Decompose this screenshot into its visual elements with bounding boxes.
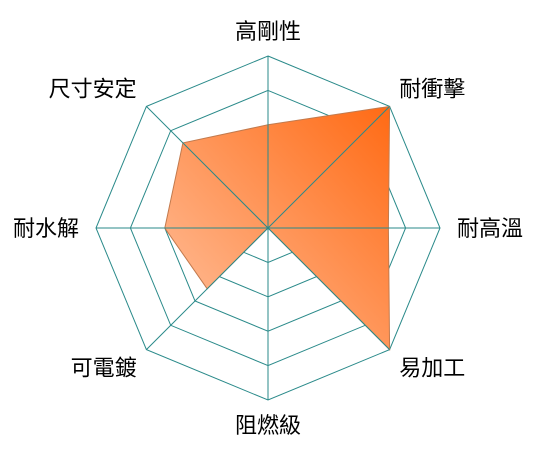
axis-label-3: 易加工 (399, 356, 465, 381)
axis-label-1: 耐衝擊 (399, 78, 465, 103)
axis-label-5: 可電鍍 (71, 356, 137, 381)
spoke-1 (267, 106, 390, 229)
axis-label-6: 耐水解 (13, 217, 79, 242)
axis-label-0: 高剛性 (235, 20, 301, 45)
axis-label-2: 耐高溫 (457, 217, 523, 242)
spoke-7 (146, 106, 269, 229)
axis-label-4: 阻燃級 (235, 414, 301, 439)
spoke-3 (267, 227, 390, 350)
spoke-5 (146, 227, 269, 350)
axis-label-7: 尺寸安定 (49, 78, 137, 103)
spokes (96, 56, 440, 400)
